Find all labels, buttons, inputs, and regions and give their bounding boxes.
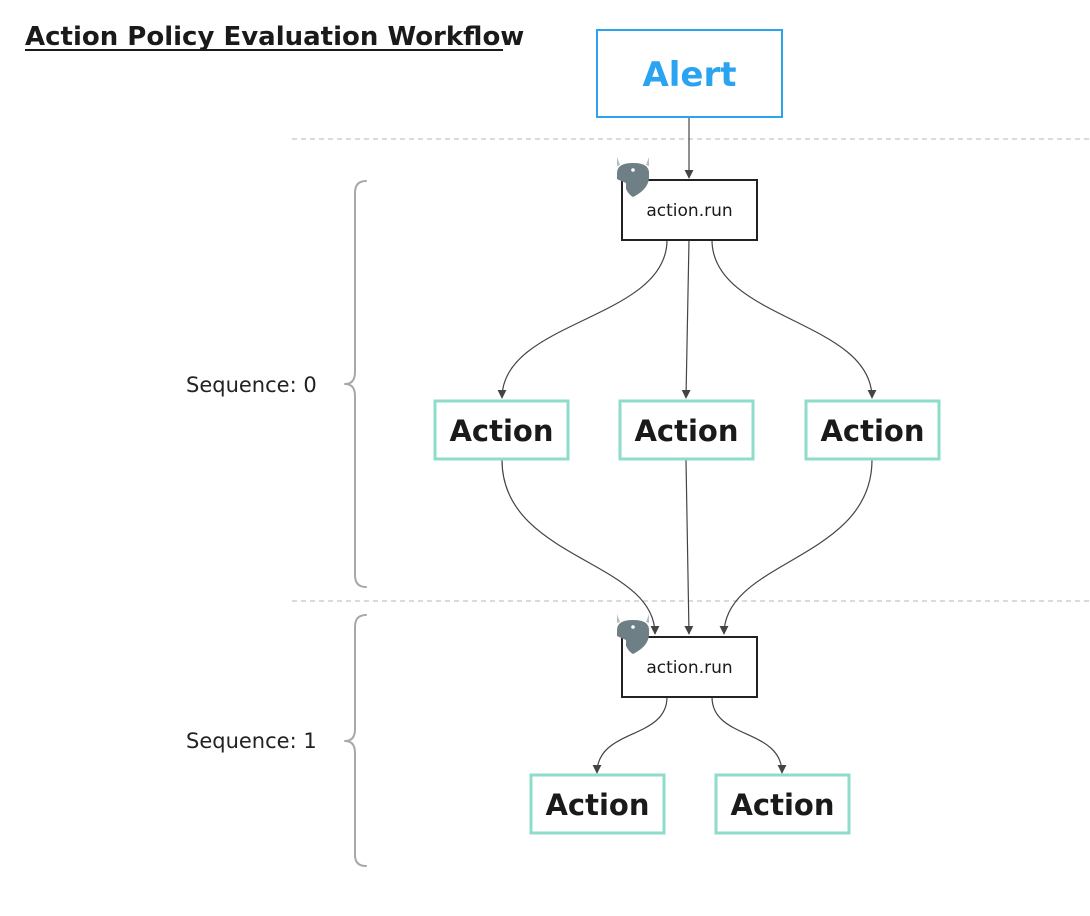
action-run-node: action.run [621, 179, 758, 241]
action-node: Action [433, 399, 570, 461]
opa-logo-icon [617, 614, 649, 654]
edge-run-0-to-action [681, 239, 691, 399]
opa-logo-icon [617, 157, 649, 197]
action-node: Action [618, 399, 755, 461]
action-node: Action [714, 773, 851, 835]
edges [497, 117, 877, 774]
edge-action-to-run-1 [501, 459, 660, 635]
action-label: Action [820, 414, 924, 448]
sequence-1-brace [344, 614, 367, 867]
edge-run-1-to-action [592, 696, 668, 774]
alert-label: Alert [642, 55, 736, 95]
edge-run-0-to-action [497, 239, 668, 399]
action-node: Action [529, 773, 666, 835]
diagram-title: Action Policy Evaluation Workflow [25, 22, 524, 52]
action-run-node: action.run [621, 636, 758, 698]
sequence-0-brace [344, 180, 367, 588]
sequence-1-label: Sequence: 1 [186, 729, 317, 753]
action-node: Action [804, 399, 941, 461]
alert-node: Alert [596, 29, 783, 118]
edge-run-1-to-action [711, 696, 787, 774]
sequence-0-label: Sequence: 0 [186, 373, 317, 397]
edge-action-to-run-1 [684, 459, 694, 635]
action-label: Action [545, 788, 649, 822]
action-run-label: action.run [646, 201, 732, 221]
action-label: Action [634, 414, 738, 448]
edge-run-0-to-action [711, 239, 877, 399]
action-run-label: action.run [646, 658, 732, 678]
action-label: Action [730, 788, 834, 822]
edge-action-to-run-1 [719, 459, 873, 635]
action-label: Action [449, 414, 553, 448]
